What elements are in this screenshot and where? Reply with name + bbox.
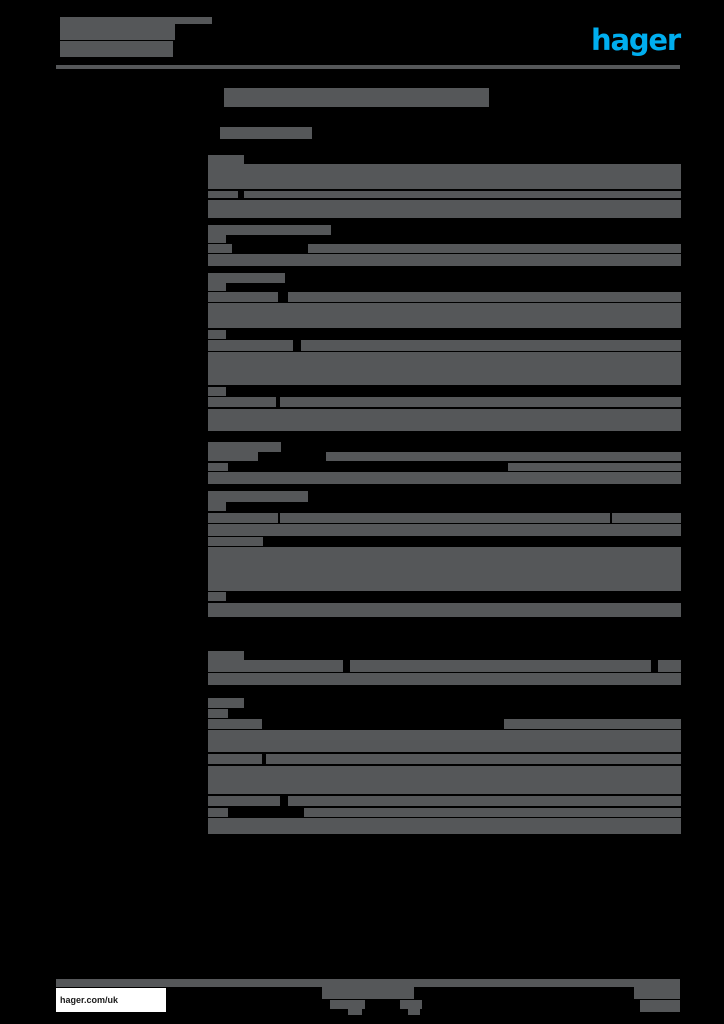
row-value-redaction bbox=[266, 754, 681, 764]
row-value-redaction bbox=[658, 660, 681, 672]
row-label-redaction bbox=[208, 303, 681, 328]
row-label-redaction bbox=[208, 463, 228, 471]
header-kicker-redaction bbox=[60, 17, 212, 24]
row-value-redaction bbox=[508, 463, 681, 471]
footer-center-redaction-5 bbox=[408, 1009, 420, 1015]
header-title-redaction-line1 bbox=[60, 24, 175, 40]
row-label-redaction bbox=[208, 730, 681, 752]
footer-url-link[interactable]: hager.com/uk bbox=[56, 988, 166, 1012]
footer-page-number-redaction-1 bbox=[634, 987, 680, 999]
row-label-redaction bbox=[208, 524, 681, 536]
row-label-redaction bbox=[208, 155, 244, 164]
row-label-redaction bbox=[208, 452, 258, 461]
row-label-redaction bbox=[208, 754, 262, 764]
row-label-redaction bbox=[208, 796, 280, 806]
row-label-redaction bbox=[208, 330, 226, 339]
footer-center-redaction-2 bbox=[330, 1000, 365, 1009]
content-section bbox=[208, 698, 681, 834]
row-label-redaction bbox=[208, 409, 681, 431]
content-section bbox=[208, 225, 681, 266]
row-value-redaction bbox=[288, 292, 681, 302]
row-label-redaction bbox=[208, 603, 681, 617]
row-label-redaction bbox=[208, 709, 228, 718]
footer-url-text: hager.com/uk bbox=[60, 995, 119, 1005]
row-label-redaction bbox=[208, 660, 343, 672]
row-value-redaction bbox=[288, 796, 681, 806]
row-label-redaction bbox=[208, 698, 244, 708]
row-label-redaction bbox=[208, 397, 276, 407]
row-value-redaction bbox=[612, 513, 681, 523]
header-title-redaction-line2 bbox=[60, 41, 173, 57]
row-value-redaction bbox=[280, 513, 610, 523]
hager-logo[interactable]: hager bbox=[591, 23, 681, 57]
footer-center-redaction-4 bbox=[400, 1000, 422, 1009]
row-label-redaction bbox=[208, 273, 285, 283]
row-label-redaction bbox=[208, 818, 681, 834]
row-value-redaction bbox=[244, 191, 681, 198]
row-label-redaction bbox=[208, 244, 232, 253]
row-value-redaction bbox=[208, 164, 681, 174]
row-value-redaction bbox=[326, 452, 681, 461]
row-value-redaction bbox=[308, 244, 681, 253]
footer-page-number-redaction-2 bbox=[640, 1000, 680, 1012]
content-section bbox=[208, 491, 681, 617]
row-value-redaction bbox=[301, 340, 681, 351]
row-label-redaction bbox=[208, 547, 681, 591]
row-label-redaction bbox=[208, 651, 244, 660]
row-value-redaction bbox=[304, 808, 681, 817]
row-label-redaction bbox=[208, 592, 226, 601]
row-label-redaction bbox=[208, 225, 331, 235]
row-label-redaction bbox=[208, 766, 681, 794]
content-section bbox=[208, 155, 681, 218]
row-label-redaction bbox=[208, 719, 262, 729]
row-value-redaction bbox=[280, 397, 681, 407]
row-label-redaction bbox=[208, 292, 278, 302]
row-label-redaction bbox=[208, 254, 681, 266]
row-label-redaction bbox=[208, 502, 226, 511]
header-divider bbox=[56, 65, 680, 69]
footer-divider bbox=[56, 979, 680, 987]
page-title-redaction bbox=[224, 88, 489, 107]
row-label-redaction bbox=[208, 472, 681, 484]
row-label-redaction bbox=[208, 442, 281, 452]
content-section bbox=[208, 442, 681, 484]
page-subtitle-redaction bbox=[220, 127, 312, 139]
content-section bbox=[208, 273, 681, 431]
row-label-redaction bbox=[208, 200, 681, 218]
row-label-redaction bbox=[208, 174, 681, 189]
row-label-redaction bbox=[208, 808, 228, 817]
row-label-redaction bbox=[208, 387, 226, 396]
row-label-redaction bbox=[208, 491, 308, 502]
row-label-redaction bbox=[208, 340, 293, 351]
row-label-redaction bbox=[208, 352, 681, 385]
row-label-redaction bbox=[208, 235, 226, 243]
row-label-redaction bbox=[208, 283, 226, 291]
footer-center-redaction-1 bbox=[322, 987, 414, 999]
content-section bbox=[208, 651, 681, 685]
row-label-redaction bbox=[208, 673, 681, 685]
row-label-redaction bbox=[208, 537, 263, 546]
row-value-redaction bbox=[504, 719, 681, 729]
page-footer: hager.com/uk bbox=[0, 975, 724, 1024]
page-header: hager bbox=[0, 0, 724, 72]
row-label-redaction bbox=[208, 513, 278, 523]
row-label-redaction bbox=[208, 191, 238, 198]
row-value-redaction bbox=[350, 660, 651, 672]
footer-center-redaction-3 bbox=[348, 1009, 362, 1015]
